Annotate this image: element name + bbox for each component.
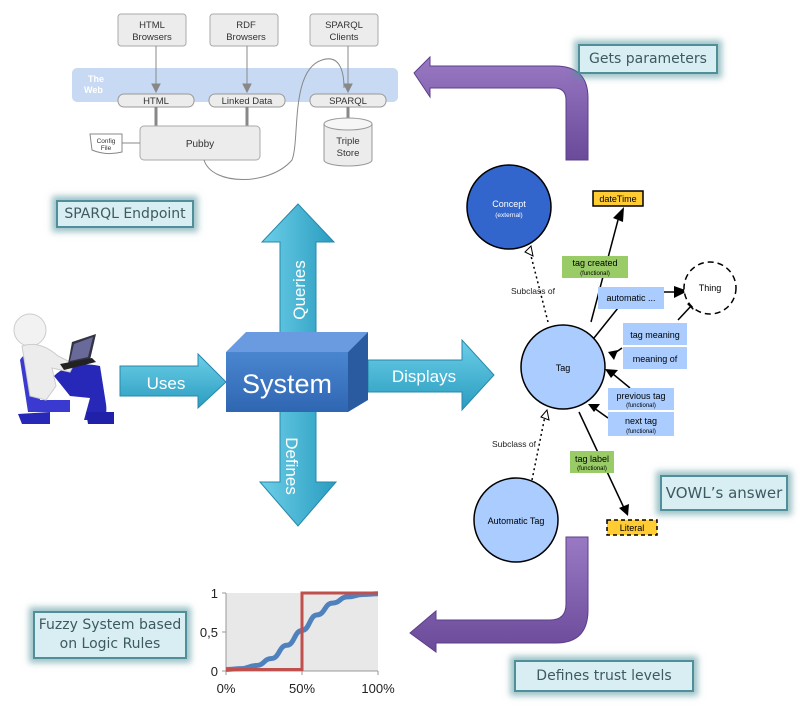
uses-arrow [119,352,227,410]
gets-parameters-callout: Gets parameters [578,44,718,74]
web-band-line1: The [88,74,104,84]
svg-text:next tag: next tag [625,416,657,426]
web-band-line2: Web [84,85,103,95]
pubby-sparql-connector [203,58,345,180]
svg-text:automatic ...: automatic ... [606,293,655,303]
client-html-browsers: HTML Browsers [117,13,187,47]
interface-sparql: SPARQL [309,93,387,108]
interface-html: HTML [117,93,195,108]
literal-node [606,519,658,536]
svg-text:previous tag: previous tag [616,391,665,401]
svg-text:Store: Store [337,148,360,159]
prop-previous-tag [608,388,674,410]
svg-text:SPARQL: SPARQL [329,96,367,107]
svg-text:(functional): (functional) [580,271,610,277]
datetime-node [592,190,644,207]
concept-node [466,164,552,250]
svg-text:Linked Data: Linked Data [222,96,273,107]
svg-text:Browsers: Browsers [132,32,172,43]
x-tick-label: 0% [217,681,236,696]
uses-arrow-label: Uses [147,374,186,393]
fuzzy-system-line2: on Logic Rules [59,636,161,652]
prop-tag-meaning [623,323,687,345]
subclass-of-label-1: Subclass of [511,286,556,296]
fuzzy-chart: 0 0,5 1 0% 50% 100% [200,586,395,696]
defines-trust-levels-callout: Defines trust levels [514,660,694,692]
prop-tag-label [570,451,614,473]
gets-parameters-arrow [413,55,589,161]
step-series-line [226,591,378,671]
svg-text:meaning of: meaning of [633,354,678,364]
svg-text:Automatic Tag: Automatic Tag [488,516,545,526]
user-at-laptop-figure [13,313,114,424]
svg-text:Browsers: Browsers [226,32,266,43]
queries-arrow-label: Queries [290,260,309,320]
svg-text:SPARQL: SPARQL [325,20,363,31]
sparql-endpoint-callout: SPARQL Endpoint [56,200,194,228]
svg-text:Pubby: Pubby [186,139,214,150]
svg-text:(functional): (functional) [626,429,656,435]
tag-node [520,324,606,410]
y-tick-label: 1 [211,586,218,601]
svg-text:RDF: RDF [236,20,256,31]
client-sparql-clients: SPARQL Clients [309,13,379,47]
prop-automatic [598,287,664,309]
prop-tag-created [562,256,628,278]
automatic-tag-node [473,477,559,563]
svg-text:tag meaning: tag meaning [630,330,680,340]
y-tick-label: 0 [211,664,218,679]
svg-text:HTML: HTML [143,96,169,107]
client-rdf-browsers: RDF Browsers [209,13,279,47]
x-tick-label: 100% [361,681,395,696]
system-box: System [226,332,368,412]
x-tick-label: 50% [289,681,315,696]
svg-text:Thing: Thing [699,283,722,293]
svg-text:dateTime: dateTime [599,194,636,204]
svg-text:File: File [101,145,112,152]
vowl-graph: Concept (external) Tag Automatic Tag Thi… [466,164,737,563]
svg-text:(functional): (functional) [577,466,607,472]
pubby-box: Pubby [139,125,261,161]
vowl-answer-callout: VOWL’s answer [660,475,788,511]
y-tick-label: 0,5 [200,625,218,640]
svg-text:Config: Config [97,138,116,145]
config-file: Config File [89,133,140,155]
displays-arrow-label: Displays [392,367,456,386]
displays-arrow [367,338,495,412]
defines-trust-levels-arrow [409,536,589,653]
svg-text:(functional): (functional) [626,403,656,409]
prop-meaning-of [623,347,687,369]
thing-node [683,261,737,315]
defines-arrow [258,409,338,527]
subclass-of-label-2: Subclass of [492,439,537,449]
svg-text:tag created: tag created [572,258,617,268]
svg-text:Triple: Triple [336,136,359,147]
queries-arrow [260,203,336,335]
svg-text:Concept: Concept [492,199,526,209]
fuzzy-system-callout: Fuzzy System based on Logic Rules [33,611,187,659]
svg-text:Tag: Tag [556,363,571,373]
svg-text:Clients: Clients [329,32,358,43]
triple-store: Triple Store [323,117,373,167]
svg-text:HTML: HTML [139,20,165,31]
defines-arrow-label: Defines [282,437,301,495]
system-label: System [242,369,332,399]
svg-text:Literal: Literal [620,523,645,533]
fuzzy-system-line1: Fuzzy System based [38,617,182,633]
prop-next-tag [608,412,674,436]
svg-text:tag label: tag label [575,454,609,464]
interface-linked-data: Linked Data [208,93,286,108]
svg-text:(external): (external) [495,212,522,219]
